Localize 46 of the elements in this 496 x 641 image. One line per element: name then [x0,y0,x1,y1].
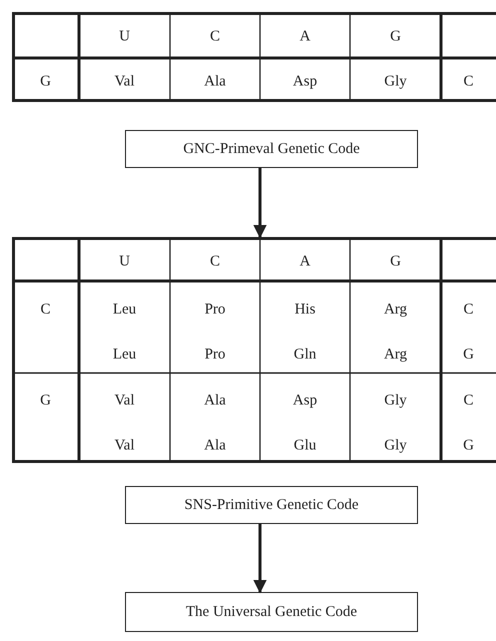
amino-acid: Gly [384,74,407,90]
amino-acid: Arg [384,302,408,318]
codon-base: A [300,28,310,46]
codon-base: U [119,28,130,46]
amino-acid: Val [114,438,134,454]
amino-acid: Leu [112,346,136,364]
arrow [253,168,267,238]
amino-acid: Arg [384,346,408,364]
process-box [125,592,418,632]
codon-base: G [390,254,401,270]
codon-base: C [464,302,474,318]
amino-acid: Leu [112,302,136,318]
amino-acid: Ala [204,392,226,410]
amino-acid: His [294,302,316,318]
amino-acid: Gln [294,346,316,364]
codon-base: G [40,392,51,410]
amino-acid: Glu [294,438,316,454]
codon-base: C [464,74,474,90]
arrow [253,524,267,594]
codon-base: C [40,302,50,318]
process-box [125,130,418,168]
codon-base: G [463,346,474,364]
codon-base: U [119,254,130,270]
amino-acid: Asp [292,392,318,410]
amino-acid: Val [114,392,134,410]
codon-base: G [40,74,51,90]
codon-base: G [463,438,474,454]
codon-base: G [390,28,401,46]
box-label: GNC-Primeval Genetic Code [183,140,360,158]
amino-acid: Pro [204,346,226,364]
amino-acid: Gly [384,392,407,410]
amino-acid: Pro [204,302,226,318]
codon-table [12,237,496,463]
box-label: SNS-Primitive Genetic Code [184,496,359,514]
amino-acid: Ala [204,74,226,90]
process-box [125,486,418,524]
codon-base: A [300,254,310,270]
amino-acid: Ala [204,438,226,454]
codon-base: C [210,254,220,270]
box-label: The Universal Genetic Code [186,604,358,620]
codon-base: C [210,28,220,46]
amino-acid: Val [114,74,134,90]
codon-table [12,12,496,102]
amino-acid: Asp [292,74,318,90]
codon-base: C [464,392,474,410]
amino-acid: Gly [384,438,407,454]
